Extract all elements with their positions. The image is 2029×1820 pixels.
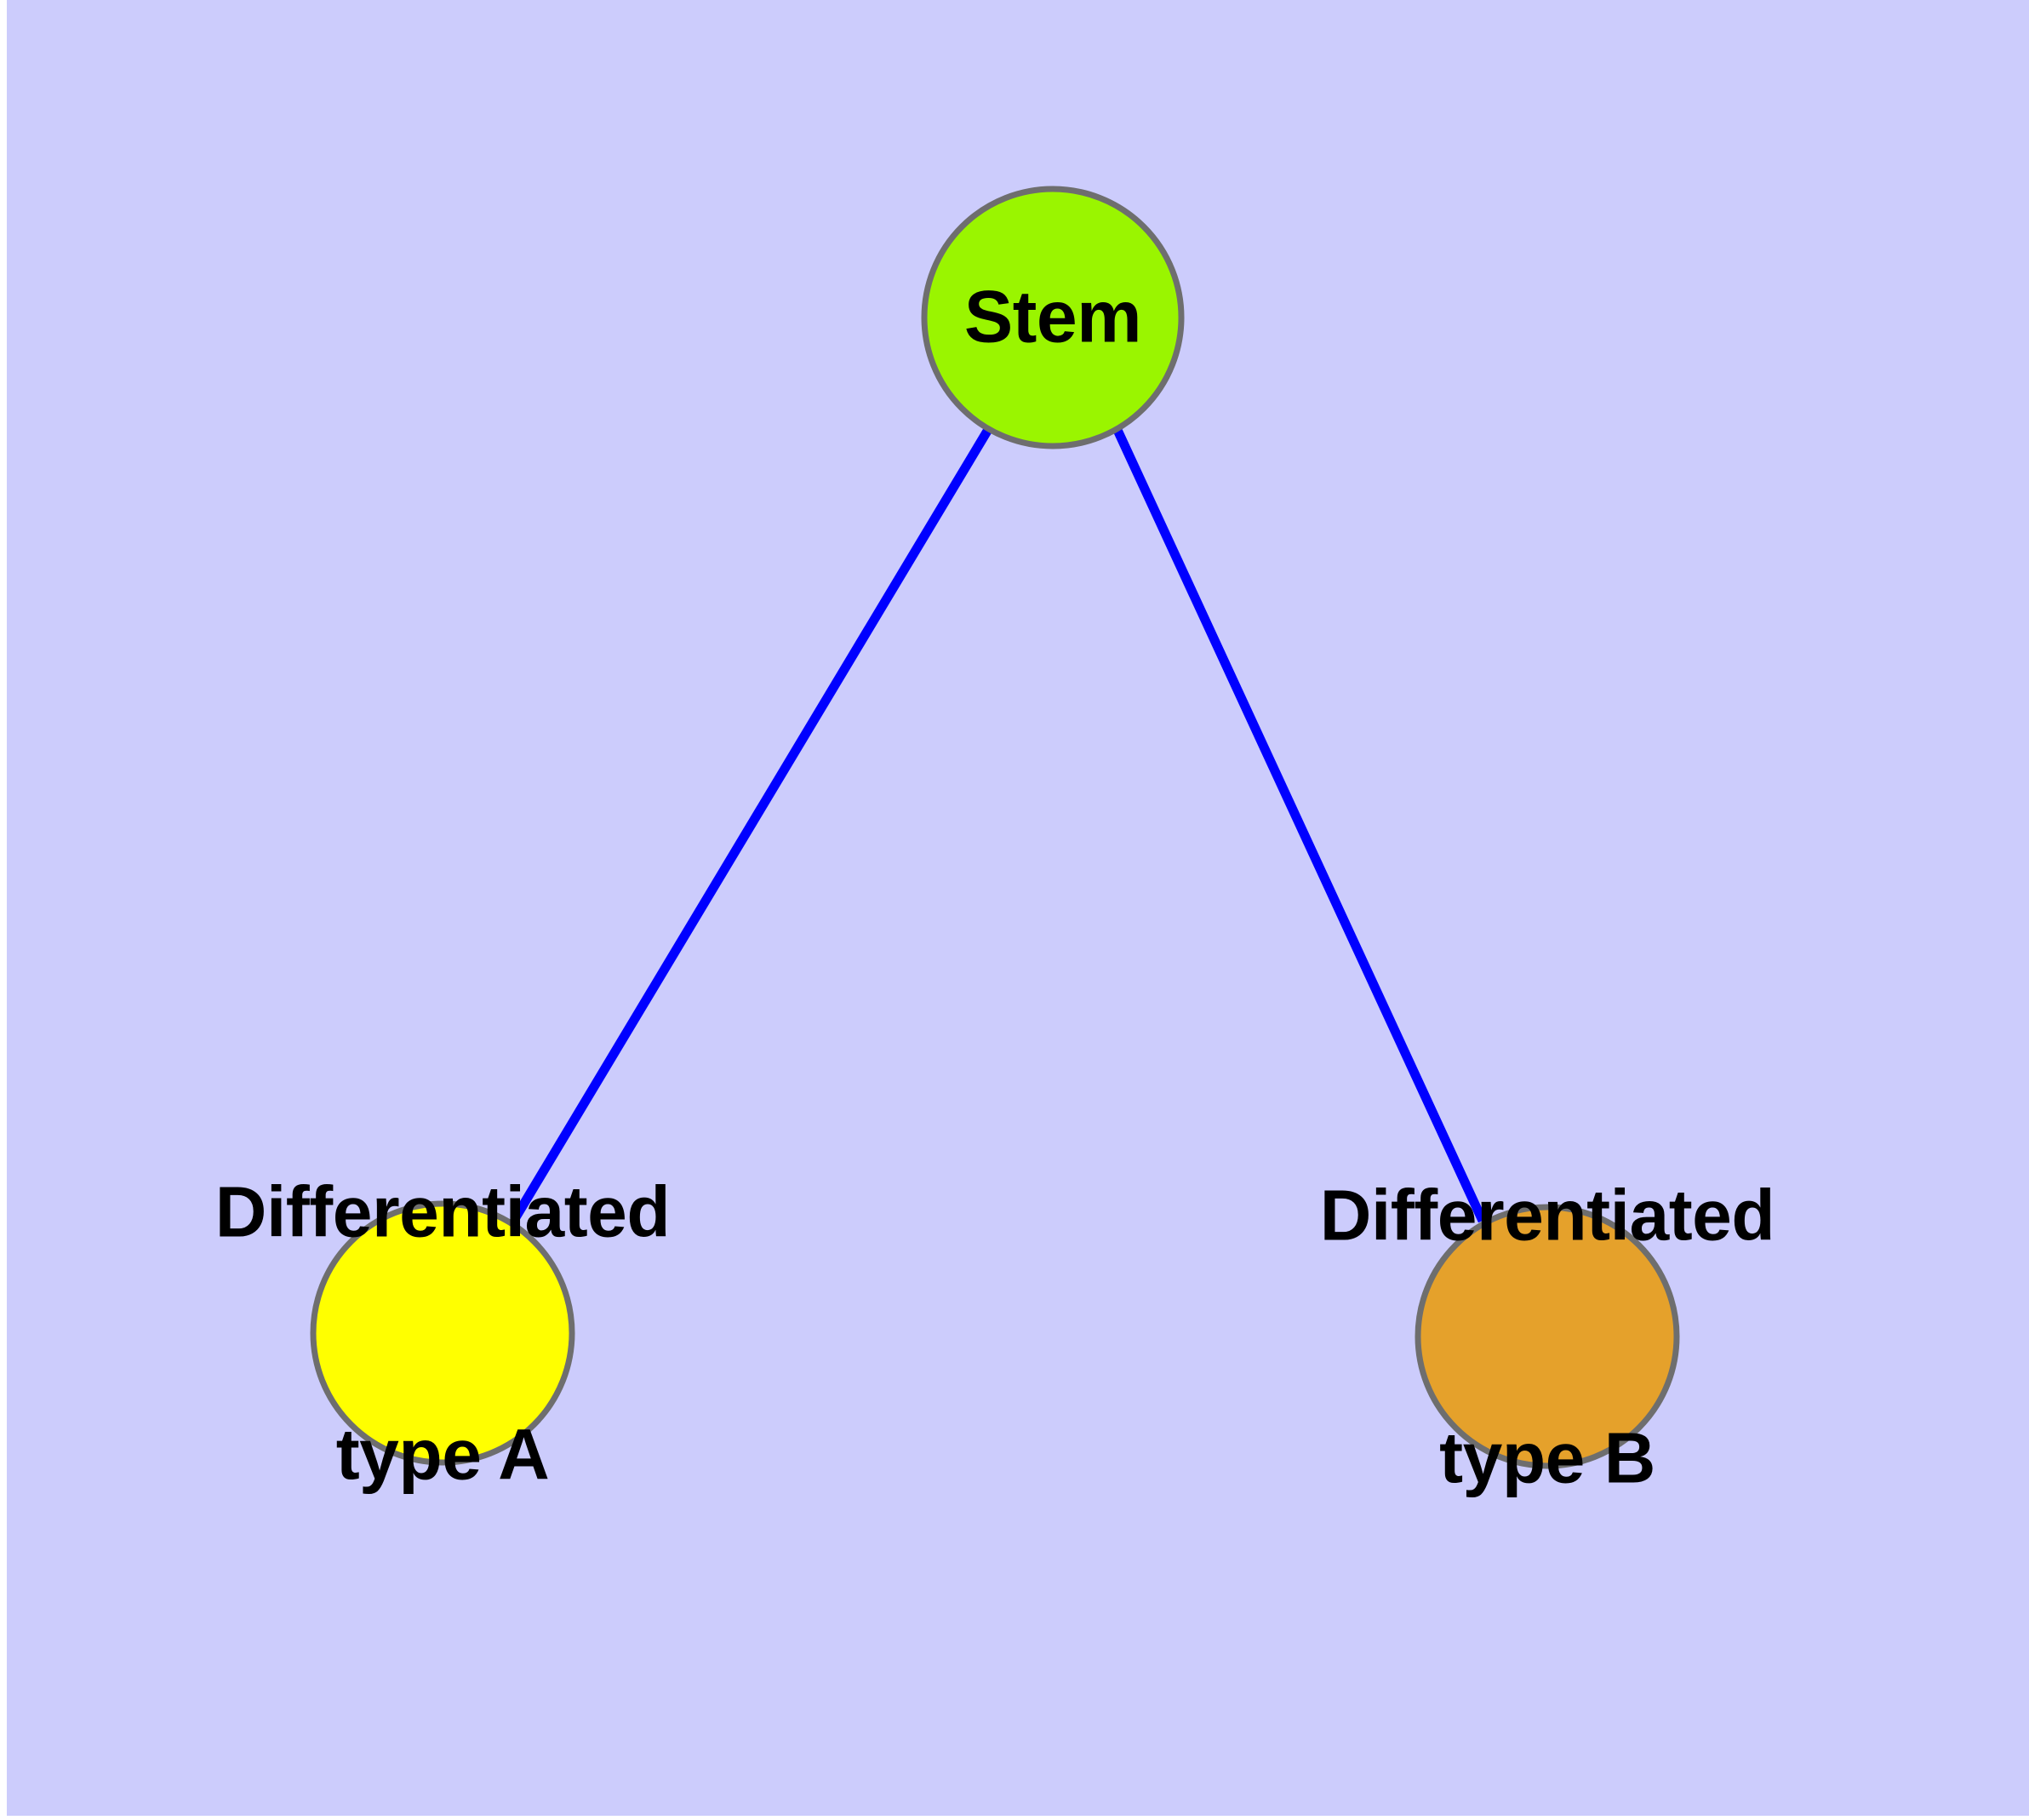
node-differentiated-type-a[interactable]: [310, 1200, 575, 1466]
node-differentiated-type-b[interactable]: [1415, 1204, 1680, 1469]
node-layer: [310, 186, 1680, 1469]
edge-layer: [512, 426, 1487, 1223]
node-stem[interactable]: [921, 186, 1185, 449]
edge-stem-to-differentiated-type-b[interactable]: [1112, 426, 1487, 1223]
edge-stem-to-differentiated-type-a[interactable]: [512, 426, 993, 1220]
